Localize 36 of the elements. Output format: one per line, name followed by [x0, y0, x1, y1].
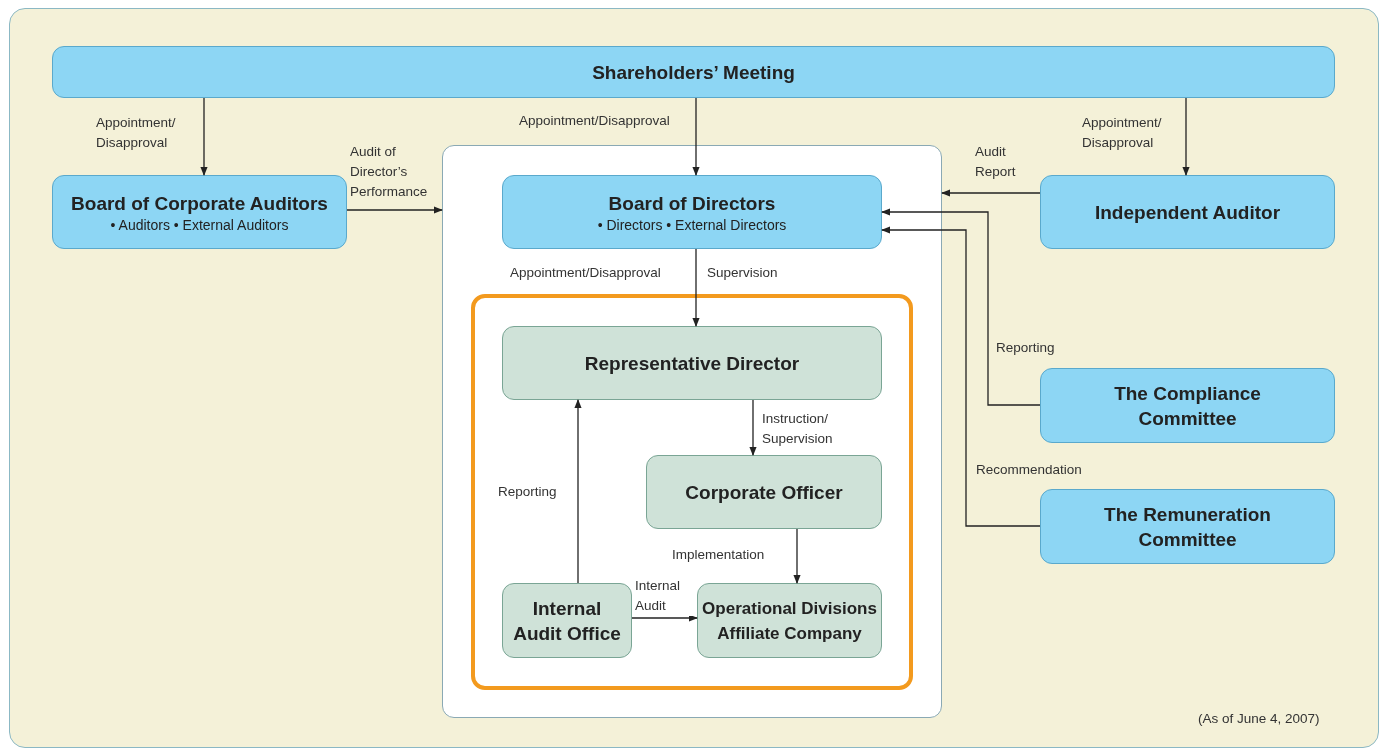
box-title: The Remuneration Committee	[1103, 502, 1272, 552]
arrow	[749, 399, 757, 456]
arrow	[793, 528, 801, 584]
process-box	[697, 583, 882, 658]
arrow	[941, 189, 1041, 197]
process-box	[52, 175, 347, 249]
process-box	[1040, 175, 1335, 249]
arrow	[200, 97, 208, 176]
arrow	[346, 206, 443, 214]
process-box	[1040, 368, 1335, 443]
box-title: Shareholders’ Meeting	[592, 60, 795, 85]
process-box	[52, 46, 1335, 98]
box-title: Internal Audit Office	[512, 596, 622, 646]
member-list: • Auditors • External Auditors	[110, 215, 289, 234]
arrow	[1182, 97, 1190, 176]
process-box	[502, 175, 882, 249]
panel	[442, 145, 942, 718]
arrow	[692, 248, 700, 327]
box-title: Representative Director	[584, 351, 800, 376]
highlight-frame	[471, 294, 913, 690]
box-title: Operational Divisions Affiliate Company	[701, 597, 878, 645]
box-title: Board of Corporate Auditors	[71, 191, 328, 216]
arrow	[692, 97, 700, 176]
box-title: Board of Directors	[608, 191, 776, 216]
arrow	[631, 614, 698, 622]
box-title: Corporate Officer	[685, 480, 843, 505]
process-box	[646, 455, 882, 529]
box-title: The Compliance Committee	[1113, 381, 1262, 431]
arrow	[574, 399, 582, 584]
process-box	[1040, 489, 1335, 564]
process-box	[502, 583, 632, 658]
box-title: Independent Auditor	[1094, 200, 1281, 225]
arrow	[881, 226, 1041, 527]
process-box	[502, 326, 882, 400]
member-list: • Directors • External Directors	[597, 215, 787, 234]
arrow	[881, 208, 1041, 406]
